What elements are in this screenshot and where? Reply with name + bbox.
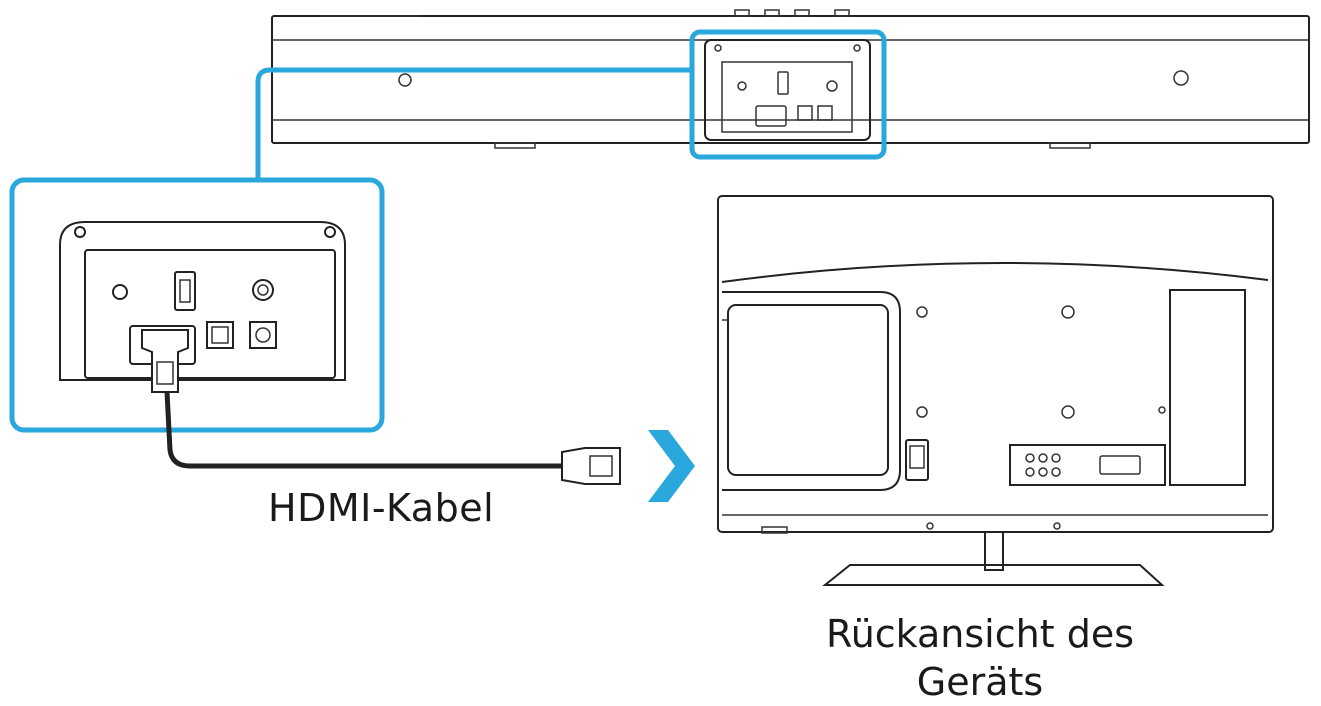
soundbar-port-panel <box>704 39 871 141</box>
tv-rear-label-line2: Geräts <box>916 660 1044 704</box>
tv-rear-label-line1: Rückansicht des <box>826 612 1134 656</box>
hdmi-cable <box>141 329 621 485</box>
zoom-port-panel <box>59 221 346 381</box>
soundbar-highlight <box>689 29 887 160</box>
chevron-right-icon <box>648 430 695 502</box>
tv-rear-label: Rückansicht des Geräts <box>760 610 1200 706</box>
tv-rear <box>717 195 1274 534</box>
zoom-connector-line <box>255 67 692 180</box>
soundbar-rear <box>271 9 1310 149</box>
hdmi-cable-label: HDMI-Kabel <box>268 486 495 530</box>
tv-stand <box>822 531 1165 586</box>
zoom-highlight <box>9 177 385 433</box>
